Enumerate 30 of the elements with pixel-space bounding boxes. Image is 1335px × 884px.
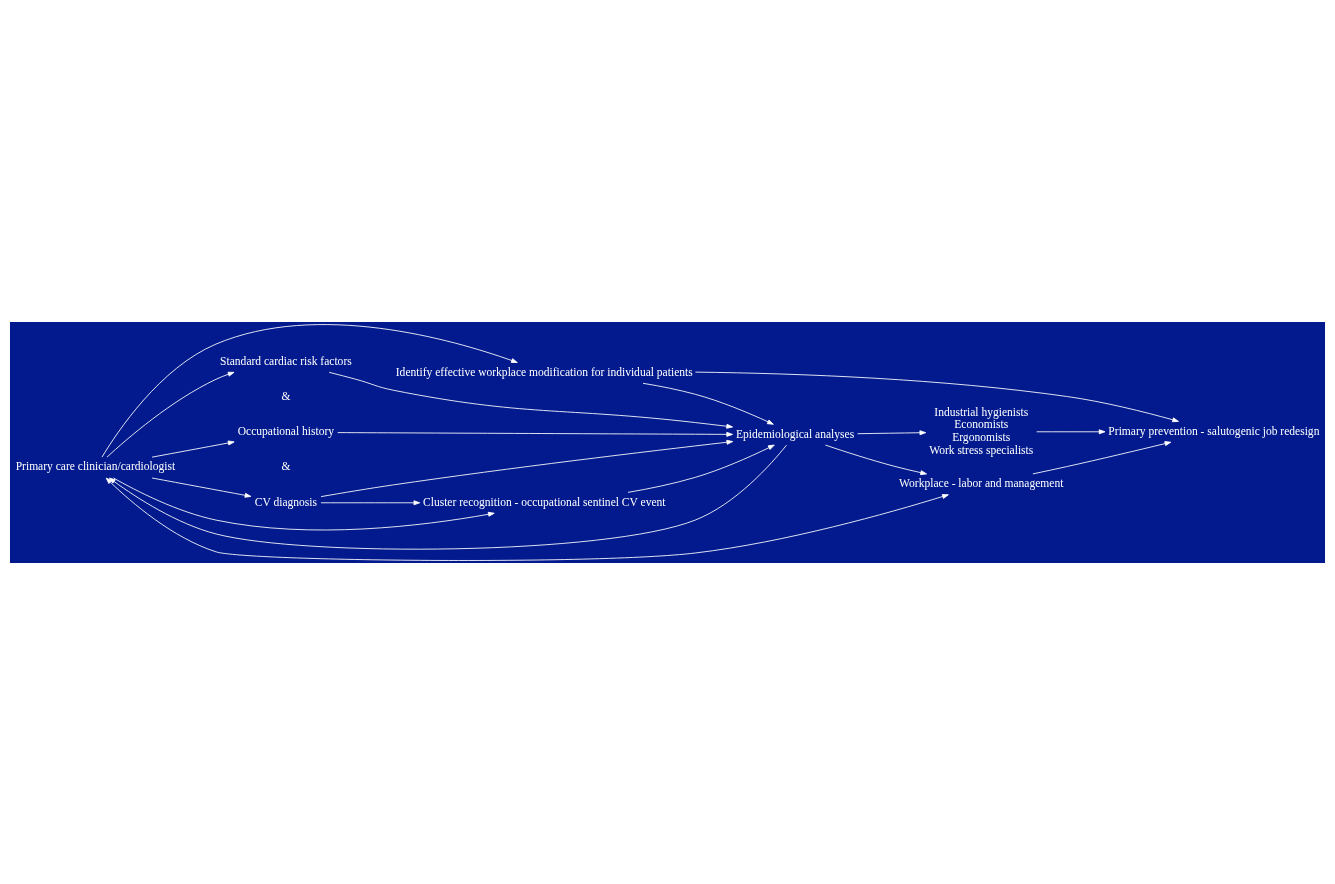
arrow bbox=[151, 440, 235, 458]
arrow bbox=[328, 371, 733, 429]
arrow bbox=[151, 477, 252, 498]
node-text: Primary prevention - salutogenic job redesign bbox=[1108, 424, 1320, 437]
arrow bbox=[642, 382, 774, 425]
node-text: Standard cardiac risk factors bbox=[220, 354, 352, 367]
arrow bbox=[694, 371, 1179, 422]
node-text: CV diagnosis bbox=[254, 495, 318, 508]
node-text: Occupational history bbox=[237, 424, 335, 437]
node-text: Workplace - labor and management bbox=[899, 476, 1064, 489]
node-text: Cluster recognition - occupational sentinel CV event bbox=[422, 495, 666, 508]
arrow bbox=[109, 444, 787, 550]
arrow bbox=[627, 444, 775, 493]
arrow bbox=[857, 429, 927, 435]
arrow bbox=[1032, 440, 1172, 474]
arrow bbox=[320, 439, 734, 497]
arrow bbox=[320, 499, 421, 505]
arrow bbox=[106, 371, 235, 458]
arrow bbox=[337, 431, 733, 437]
arrow bbox=[1036, 428, 1106, 434]
node-text: Industrial hygienists Economists Ergonomists Work stress specialists bbox=[929, 405, 1034, 456]
label: & bbox=[281, 389, 291, 402]
node-text: Epidemiological analyses bbox=[735, 427, 855, 440]
arrow bbox=[113, 477, 495, 530]
node-text: Primary care clinician/cardiologist bbox=[15, 459, 176, 472]
node-text: Identify effective workplace modification for individual patients bbox=[395, 365, 693, 378]
label: & bbox=[281, 459, 291, 472]
arrow bbox=[824, 444, 927, 475]
arrow bbox=[105, 477, 949, 561]
arrow bbox=[101, 323, 518, 458]
